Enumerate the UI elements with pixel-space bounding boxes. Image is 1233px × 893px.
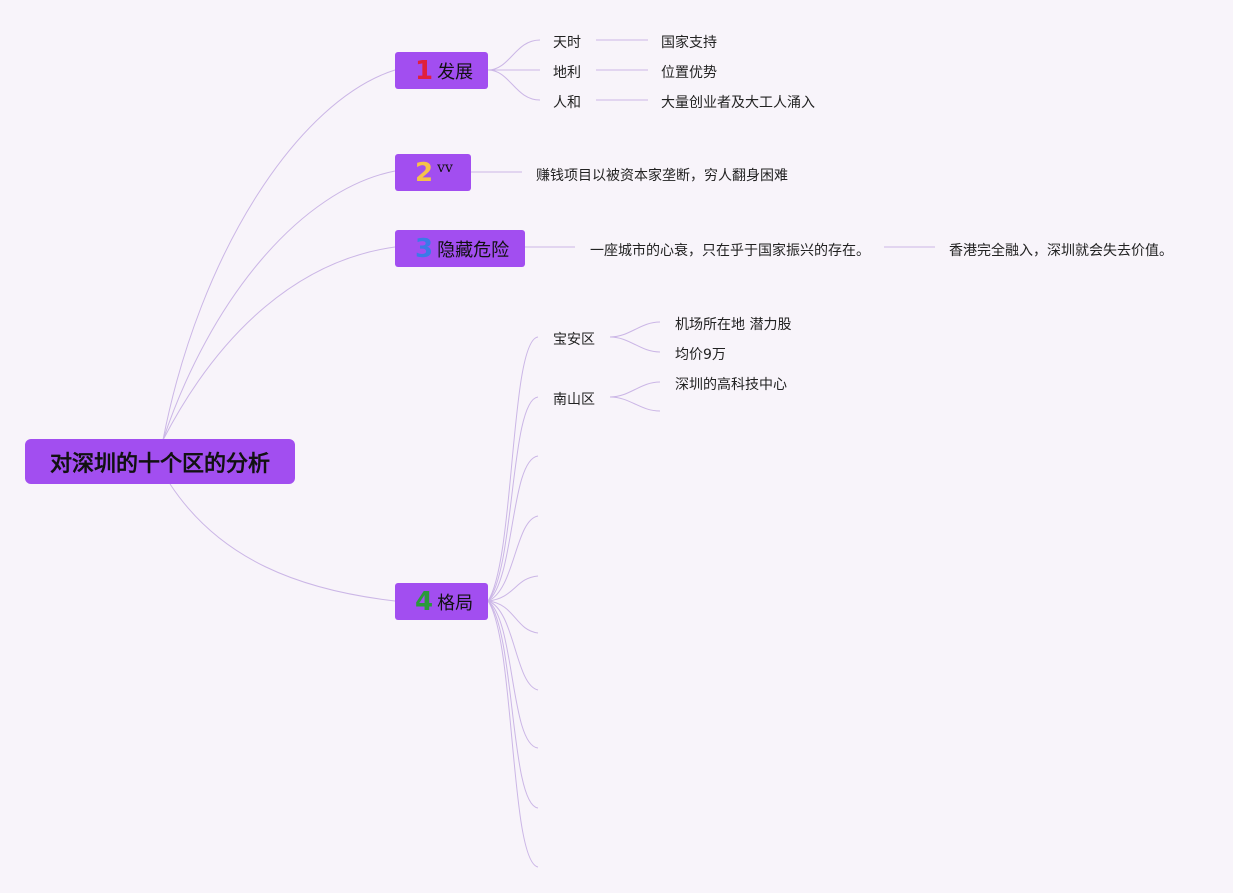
node-tianshi[interactable]: 天时 [553, 35, 581, 51]
link-b4-e5 [487, 575, 539, 602]
link-b4-e6 [487, 600, 539, 634]
link-b4-e7 [487, 600, 539, 691]
link-root-b4 [169, 483, 396, 602]
root-title: 对深圳的十个区的分析 [49, 451, 270, 477]
link-b4-e10 [487, 600, 539, 868]
branch-4-label: 格局 [437, 592, 474, 614]
root-topic[interactable]: 对深圳的十个区的分析 [25, 439, 295, 484]
link-b4-c1 [487, 336, 539, 602]
node-chengshi-xinshuai[interactable]: 一座城市的心衰，只在乎于国家振兴的存在。 [590, 243, 870, 259]
branch-3-label: 隐藏危险 [437, 239, 510, 261]
branch-1[interactable]: 1 发展 [395, 52, 488, 89]
link-b4-e3 [487, 455, 539, 602]
link-b1-c1 [487, 39, 541, 71]
branch-2-label: vv [437, 159, 453, 176]
node-gaokeji[interactable]: 深圳的高科技中心 [675, 377, 787, 393]
link-b4-e4 [487, 515, 539, 602]
number-4-icon: 4 [415, 586, 434, 617]
link-b4-e9 [487, 600, 539, 809]
branch-2[interactable]: 2 vv [395, 154, 471, 191]
link-nanshan-d2 [609, 396, 661, 412]
number-3-icon: 3 [415, 233, 434, 264]
number-1-icon: 1 [415, 55, 434, 86]
node-junjia[interactable]: 均价9万 [675, 347, 726, 363]
link-baoan-d1 [609, 321, 661, 338]
node-xianggang[interactable]: 香港完全融入，深圳就会失去价值。 [949, 243, 1173, 259]
node-baoan[interactable]: 宝安区 [553, 332, 595, 348]
node-zhuanqian[interactable]: 赚钱项目以被资本家垄断，穷人翻身困难 [536, 168, 788, 184]
link-b4-e8 [487, 600, 539, 749]
node-nanshan[interactable]: 南山区 [553, 392, 595, 408]
link-root-b3 [162, 246, 396, 441]
link-b4-c2 [487, 396, 539, 602]
link-root-b1 [162, 69, 396, 441]
node-weizhi-youshi[interactable]: 位置优势 [661, 65, 717, 81]
branch-3[interactable]: 3 隐藏危险 [395, 230, 525, 267]
link-nanshan-d1 [609, 381, 661, 398]
node-guojia-zhichi[interactable]: 国家支持 [661, 35, 717, 51]
node-chuangye-zhe[interactable]: 大量创业者及大工人涌入 [661, 95, 815, 111]
node-renhe[interactable]: 人和 [553, 95, 581, 111]
node-jichang[interactable]: 机场所在地 潜力股 [675, 317, 792, 333]
link-root-b2 [162, 170, 396, 441]
node-dili[interactable]: 地利 [553, 65, 581, 81]
branch-1-label: 发展 [437, 61, 474, 83]
branch-4[interactable]: 4 格局 [395, 583, 488, 620]
link-baoan-d2 [609, 336, 661, 353]
number-2-icon: 2 [415, 157, 434, 188]
link-b1-c3 [487, 69, 541, 101]
